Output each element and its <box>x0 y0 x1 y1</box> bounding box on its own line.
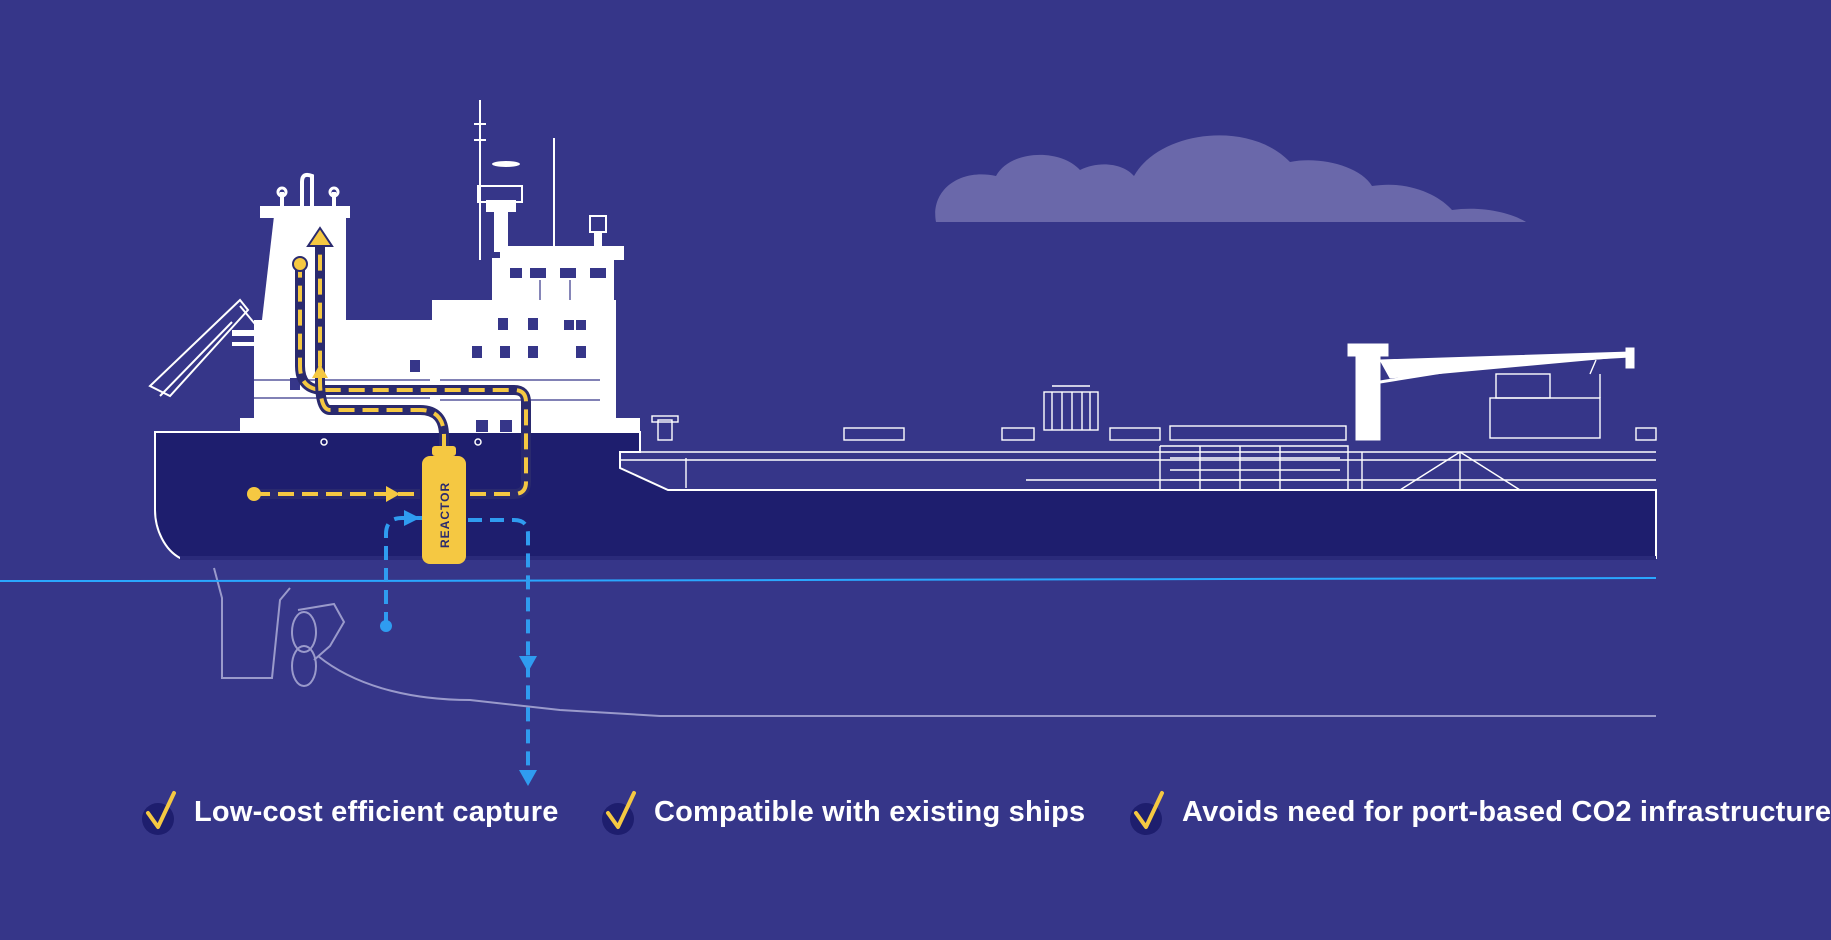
underwater-hull-outline <box>213 567 1656 717</box>
seawater-intake-dot <box>380 620 392 632</box>
feature-item: Low-cost efficient capture <box>140 782 559 842</box>
reactor: REACTOR <box>422 446 466 564</box>
exhaust-inlet-dot <box>247 487 261 501</box>
feature-label: Low-cost efficient capture <box>194 795 559 828</box>
exhaust-arrow-right <box>386 486 400 502</box>
seawater-arrow-in <box>404 510 420 526</box>
exhaust-arrow-up <box>306 226 334 247</box>
feature-label: Compatible with existing ships <box>654 795 1086 828</box>
feature-item: Compatible with existing ships <box>600 782 1085 842</box>
cloud <box>935 135 1526 222</box>
exhaust-top-dot <box>292 256 308 272</box>
waterline <box>0 577 1657 583</box>
deck-crane <box>1347 343 1635 441</box>
portholes <box>320 438 482 446</box>
ship-superstructure <box>148 100 640 432</box>
seawater-arrow-down-1 <box>519 656 537 672</box>
seawater-arrow-down-2 <box>519 770 537 786</box>
reactor-label: REACTOR <box>438 482 452 548</box>
deck-outline <box>620 359 1657 491</box>
feature-item: Avoids need for port-based CO2 infrastru… <box>1128 782 1831 842</box>
hull-shadow <box>180 556 1656 560</box>
check-icon <box>142 791 176 835</box>
feature-list: Low-cost efficient capture Compatible wi… <box>140 782 1831 842</box>
check-icon <box>1130 791 1164 835</box>
feature-label: Avoids need for port-based CO2 infrastru… <box>1182 795 1831 828</box>
check-icon <box>602 791 636 835</box>
exhaust-arrow-up-inner <box>312 364 328 378</box>
ship-diagram: REACTOR <box>0 100 1657 786</box>
seawater-flow-path <box>384 516 530 776</box>
